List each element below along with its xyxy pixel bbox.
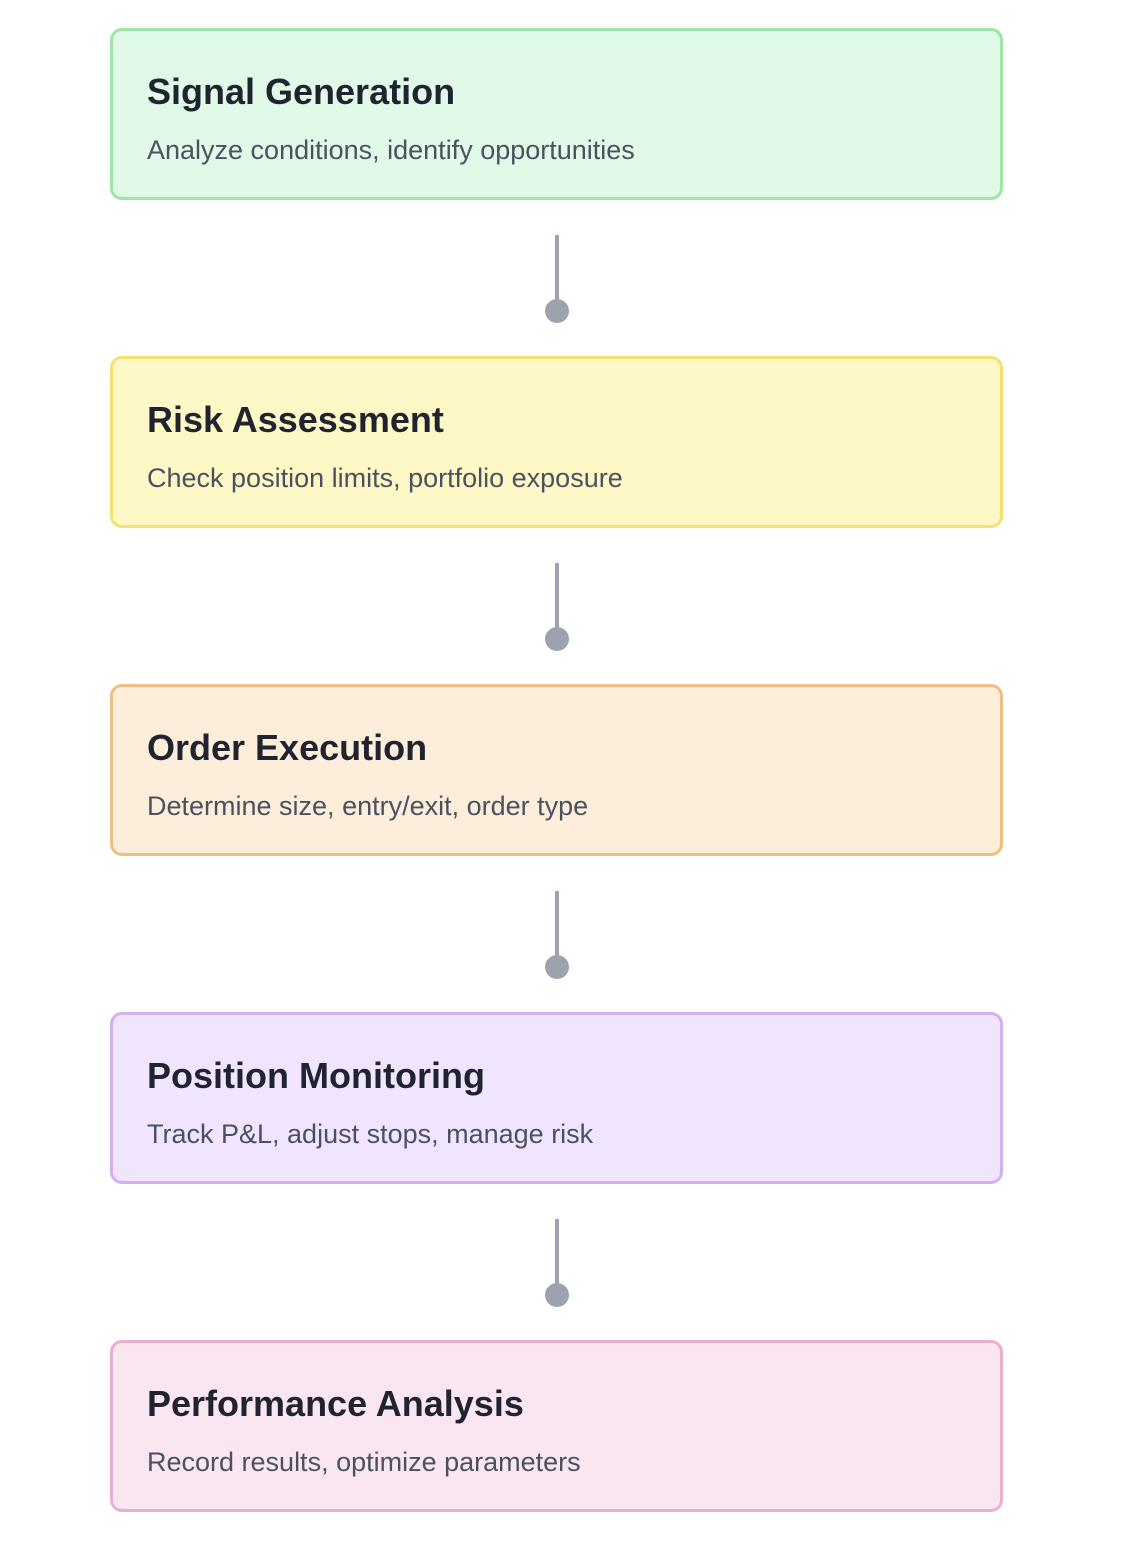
- step-order-execution: Order Execution Determine size, entry/ex…: [110, 684, 1003, 856]
- connector: [545, 563, 569, 653]
- connector: [545, 891, 569, 981]
- connector-line: [555, 563, 559, 633]
- connector-dot: [545, 955, 569, 979]
- step-description: Analyze conditions, identify opportuniti…: [147, 135, 635, 165]
- connector-dot: [545, 299, 569, 323]
- connector-line: [555, 235, 559, 305]
- connector-line: [555, 1219, 559, 1289]
- connector-dot: [545, 1283, 569, 1307]
- step-description: Track P&L, adjust stops, manage risk: [147, 1119, 594, 1149]
- step-title: Signal Generation: [147, 71, 456, 112]
- step-description: Determine size, entry/exit, order type: [147, 791, 589, 821]
- step-title: Order Execution: [147, 727, 428, 768]
- step-title: Risk Assessment: [147, 399, 444, 440]
- step-title: Performance Analysis: [147, 1383, 524, 1424]
- connector: [545, 1219, 569, 1309]
- step-description: Check position limits, portfolio exposur…: [147, 463, 623, 493]
- connector: [545, 235, 569, 325]
- step-risk-assessment: Risk Assessment Check position limits, p…: [110, 356, 1003, 528]
- step-position-monitoring: Position Monitoring Track P&L, adjust st…: [110, 1012, 1003, 1184]
- step-performance-analysis: Performance Analysis Record results, opt…: [110, 1340, 1003, 1512]
- step-description: Record results, optimize parameters: [147, 1447, 581, 1477]
- step-title: Position Monitoring: [147, 1055, 485, 1096]
- step-signal-generation: Signal Generation Analyze conditions, id…: [110, 28, 1003, 200]
- connector-dot: [545, 627, 569, 651]
- connector-line: [555, 891, 559, 961]
